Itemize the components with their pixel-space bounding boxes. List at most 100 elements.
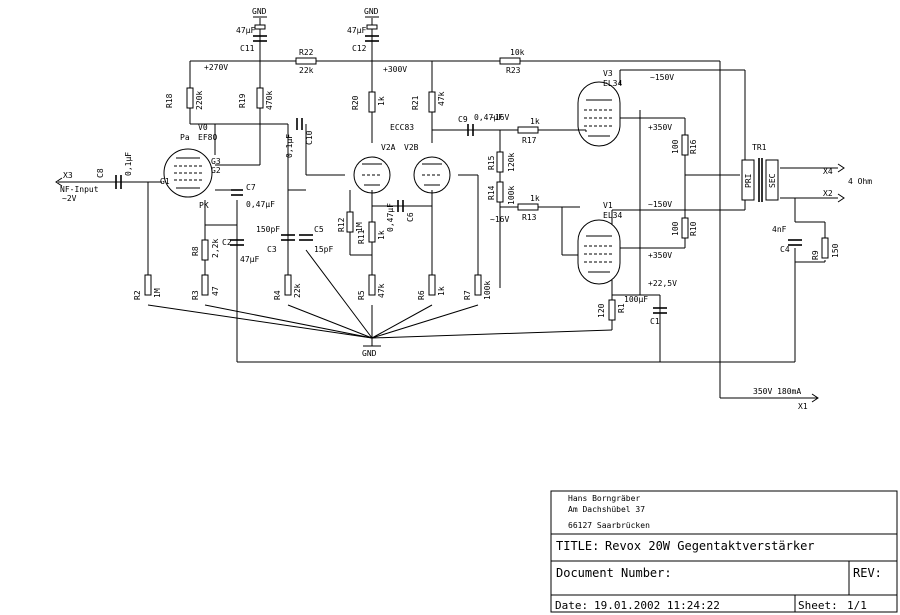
label-g3: G3 — [211, 157, 221, 166]
label-v2a: V2A — [381, 143, 396, 152]
resistor-r12 — [346, 211, 354, 233]
resistor-r17 — [517, 126, 539, 134]
resistor-r7 — [474, 274, 482, 296]
label-r2: R2 — [133, 290, 142, 300]
resistor-r16 — [681, 134, 689, 156]
title-block-city: 66127 Saarbrücken — [568, 521, 650, 530]
resistor-r23 — [499, 57, 521, 65]
label-c7: C7 — [246, 183, 256, 192]
label-r20: R20 — [351, 95, 360, 110]
label-v300: +300V — [383, 65, 407, 74]
label-r16-value: 100 — [671, 139, 680, 154]
resistor-r8 — [201, 239, 209, 261]
label-c3: C3 — [267, 245, 277, 254]
resistor-r14 — [496, 181, 504, 203]
label-r9-value: 150 — [831, 243, 840, 258]
label-r1-value: 120 — [597, 303, 606, 318]
label-r16: R16 — [689, 139, 698, 154]
label-r7-value: 100k — [483, 281, 492, 300]
label-r23-value: 10k — [510, 48, 525, 57]
resistor-r11 — [368, 221, 376, 243]
tube-v3-el34 — [577, 81, 621, 147]
connector-x2-arrow — [837, 193, 845, 203]
label-c10-value: 0,1µF — [285, 134, 294, 158]
label-r14: R14 — [487, 185, 496, 200]
label-r10-value: 100 — [671, 221, 680, 236]
label-r8-value: 2,2k — [211, 239, 220, 258]
label-c6-value: 0,47µF — [386, 203, 395, 232]
label-supply: 350V 180mA — [753, 387, 801, 396]
title-block-street: Am Dachshübel 37 — [568, 505, 645, 514]
label-r12: R12 — [337, 217, 346, 232]
transformer-tr1 — [741, 158, 779, 202]
label-c2-value: 47µF — [240, 255, 259, 264]
label-r7: R7 — [463, 290, 472, 300]
label-r18: R18 — [165, 93, 174, 108]
label-r13-value: 1k — [530, 194, 540, 203]
label-r3: R3 — [191, 290, 200, 300]
label-v2b: V2B — [404, 143, 419, 152]
label-v16-top: ~16V — [490, 113, 509, 122]
label-r10: R10 — [689, 221, 698, 236]
label-r12-value: 1M — [355, 222, 364, 232]
title-block-title: Revox 20W Gegentaktverstärker — [605, 539, 815, 553]
capacitor-c1 — [653, 307, 667, 314]
capacitor-c4 — [788, 239, 802, 246]
tube-v0-ef80 — [163, 148, 213, 198]
gnd-label-c12: GND — [364, 7, 379, 16]
connectors — [55, 163, 845, 403]
label-c4: C4 — [780, 245, 790, 254]
capacitor-c2 — [230, 239, 244, 246]
tube-v2b-ecc83 — [413, 156, 451, 194]
component-labels: 47µF C11 47µF C12 +270V +300V R22 22k 10… — [60, 26, 872, 411]
resistor-r4 — [284, 274, 292, 296]
label-r5: R5 — [357, 290, 366, 300]
label-g1: G1 — [160, 177, 170, 186]
label-c9: C9 — [458, 115, 468, 124]
label-x1: X1 — [798, 402, 808, 411]
label-nf-input: NF-Input — [60, 185, 99, 194]
label-v22: +22,5V — [648, 279, 677, 288]
label-v350-bottom: +350V — [648, 251, 672, 260]
label-pin-pa: Pa — [180, 133, 190, 142]
capacitor-c9 — [467, 124, 474, 136]
label-r13: R13 — [522, 213, 537, 222]
gnd-label-c11: GND — [252, 7, 267, 16]
label-v16-bottom: ~16V — [490, 215, 509, 224]
connector-x4-arrow — [837, 163, 845, 173]
label-c8: C8 — [96, 168, 105, 178]
capacitors — [115, 35, 802, 314]
label-r6: R6 — [417, 290, 426, 300]
connector-x3-arrow — [55, 177, 63, 187]
resistor-r2 — [144, 274, 152, 296]
label-pin-pk: PK — [199, 201, 209, 210]
label-g2: G2 — [211, 166, 221, 175]
label-r22-value: 22k — [299, 66, 314, 75]
title-block-date-label: Date: — [555, 599, 588, 612]
resistor-r21 — [428, 91, 436, 113]
label-v3: V3 — [603, 69, 613, 78]
label-pri: PRI — [744, 173, 753, 188]
label-r19-value: 470k — [265, 91, 274, 110]
label-x4: X4 — [823, 167, 833, 176]
label-r4: R4 — [273, 290, 282, 300]
resistor-r6 — [428, 274, 436, 296]
capacitor-c11 — [253, 35, 267, 42]
label-tr1: TR1 — [752, 143, 767, 152]
label-c7-value: 0,47µF — [246, 200, 275, 209]
title-block-sheet: 1/1 — [847, 599, 867, 612]
label-c11-value: 47µF — [236, 26, 255, 35]
c11-cap-top — [254, 24, 266, 30]
label-r23: R23 — [506, 66, 521, 75]
resistor-r3 — [201, 274, 209, 296]
capacitor-c8 — [115, 175, 122, 189]
label-c8-value: 0,1µF — [124, 152, 133, 176]
label-r15-value: 120k — [507, 153, 516, 172]
label-r6-value: 1k — [437, 286, 446, 296]
label-ohm: 4 Ohm — [848, 177, 872, 186]
label-r21-value: 47k — [437, 91, 446, 106]
label-v150-bottom: ~150V — [648, 200, 672, 209]
label-c9-value: 0,47µF — [474, 113, 503, 122]
gnd-symbols: GND GND GND — [252, 7, 381, 358]
